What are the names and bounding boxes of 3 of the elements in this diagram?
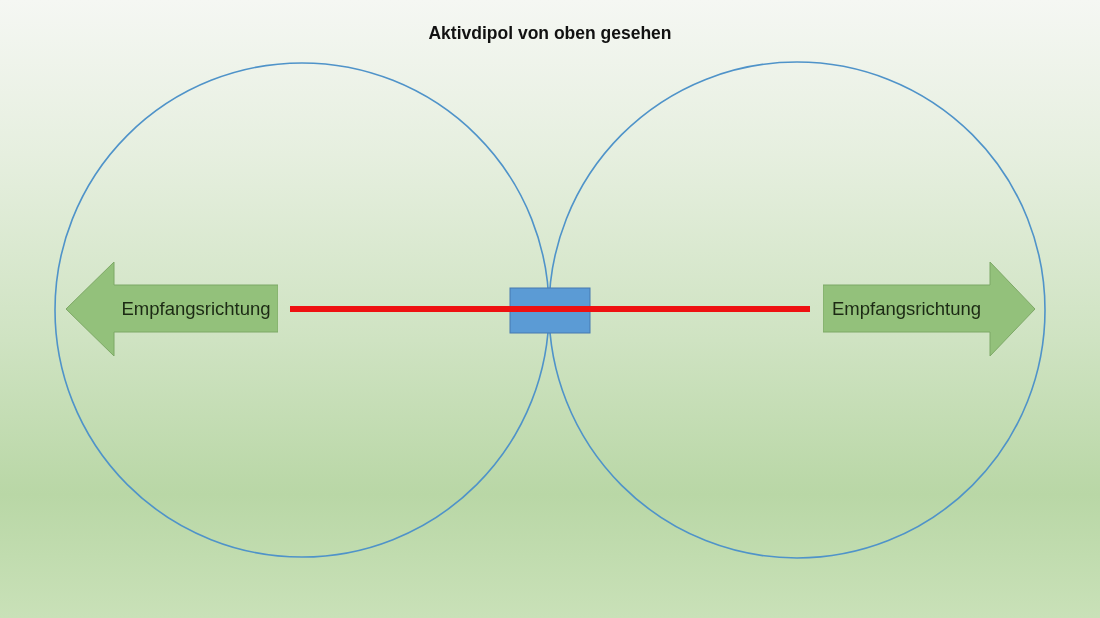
diagram-title: Aktivdipol von oben gesehen [428,23,672,43]
arrow-label: Empfangsrichtung [121,298,271,319]
arrow-label: Empfangsrichtung [832,298,982,319]
